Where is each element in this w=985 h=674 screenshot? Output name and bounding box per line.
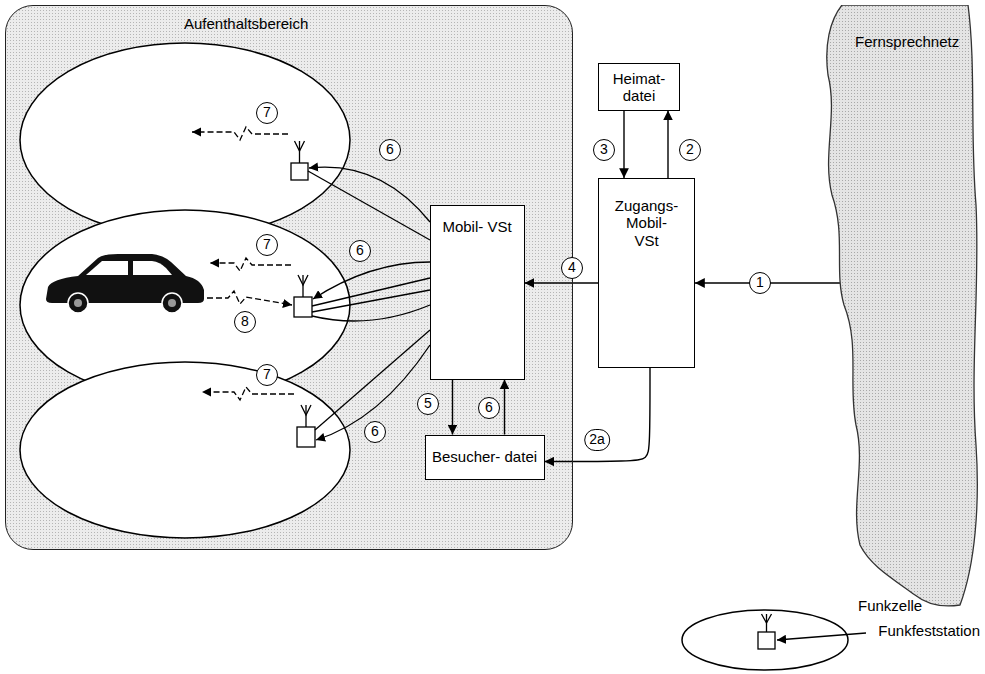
base-station [291, 141, 308, 180]
base-station [294, 275, 312, 317]
radio-cell [20, 362, 350, 538]
car-icon [46, 254, 204, 313]
callout-number: 6 [379, 139, 401, 161]
radio-arrow [192, 127, 288, 140]
base-station [297, 405, 315, 447]
callout-number: 8 [234, 311, 256, 333]
wire [312, 278, 430, 306]
database-box: Besucher- datei [425, 435, 545, 480]
area-fill [5, 5, 573, 550]
callout-number: 2a [584, 429, 610, 451]
wire [315, 330, 430, 430]
legend-station [758, 614, 775, 649]
wire [312, 290, 430, 312]
wire [308, 171, 430, 240]
leader-line [777, 633, 866, 640]
callout-number: 7 [256, 234, 278, 256]
callout-number: 7 [256, 364, 278, 386]
database-box: Heimat- datei [598, 63, 680, 111]
node-label: Fernsprechnetz [855, 33, 959, 50]
radio-cell [20, 43, 350, 237]
node-label: Heimat- datei [613, 70, 666, 105]
signal-arrow [309, 167, 430, 222]
node-label: Besucher- datei [432, 448, 537, 465]
cloud-outline [820, 5, 980, 607]
callout-number: 6 [364, 421, 386, 443]
callout-number: 1 [749, 272, 771, 294]
connector-arrow [667, 111, 668, 179]
cloud-shape [827, 5, 978, 606]
callout-number: 3 [593, 139, 615, 161]
switching-center-box: Zugangs- Mobil- VSt [598, 178, 695, 368]
radio-arrow [202, 387, 294, 400]
callout-number: 6 [349, 240, 371, 262]
callout-number: 4 [561, 257, 583, 279]
callout-number: 5 [417, 393, 439, 415]
connector-arrow [525, 282, 599, 283]
callout-number: 6 [478, 397, 500, 419]
legend-label: Funkzelle [858, 597, 922, 614]
location-area: AufenthaltsbereichMobil- VStBesucher- da… [5, 5, 573, 550]
connector-arrow [504, 380, 505, 435]
network-cloud: Fernsprechnetz [820, 5, 980, 607]
connector-arrow [545, 368, 650, 462]
radio-arrow [207, 291, 292, 305]
connector-arrow [623, 111, 624, 179]
legend-cell [682, 610, 848, 670]
switching-center-box: Mobil- VSt [430, 205, 525, 380]
node-label: Mobil- VSt [442, 218, 511, 235]
callout-number: 7 [256, 102, 278, 124]
wire [312, 305, 430, 321]
node-label: Zugangs- Mobil- VSt [615, 197, 678, 249]
legend-label: Funkfeststation [878, 622, 980, 639]
connector-arrow [452, 380, 453, 435]
node-label: Aufenthaltsbereich [184, 15, 308, 32]
radio-arrow [210, 258, 291, 271]
callout-number: 2 [679, 139, 701, 161]
